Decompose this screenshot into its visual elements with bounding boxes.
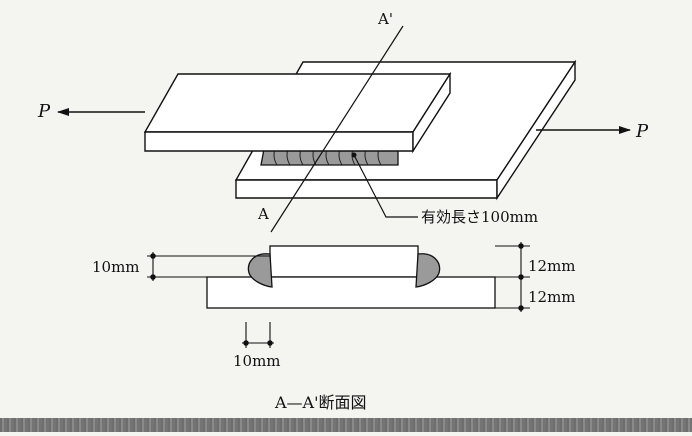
dimension-left: [147, 252, 270, 281]
force-right-label: P: [635, 121, 649, 142]
dim-bottom-label: 10mm: [233, 352, 281, 370]
section-line: [270, 25, 404, 233]
dim-right-top-label: 12mm: [528, 257, 576, 275]
force-left-label: P: [37, 101, 51, 122]
dim-left-label: 10mm: [92, 258, 140, 276]
effective-length-label: 有効長さ100mm: [421, 208, 538, 226]
section-weld-left: [247, 253, 273, 288]
top-plate: [143, 71, 452, 154]
section-weld-right: [415, 253, 441, 288]
section-top-label: A': [377, 10, 393, 28]
dimension-bottom: [242, 322, 274, 348]
effective-length-leader: [353, 154, 418, 218]
dim-right-bottom-label: 12mm: [528, 288, 576, 306]
section-caption: A—A'断面図: [274, 393, 367, 412]
section-top-plate: [269, 245, 419, 278]
scan-edge-band: [0, 418, 692, 432]
cross-section: [206, 245, 496, 309]
section-bottom-plate: [206, 276, 496, 309]
dimension-right: [495, 242, 530, 312]
section-bottom-label: A: [257, 205, 269, 223]
